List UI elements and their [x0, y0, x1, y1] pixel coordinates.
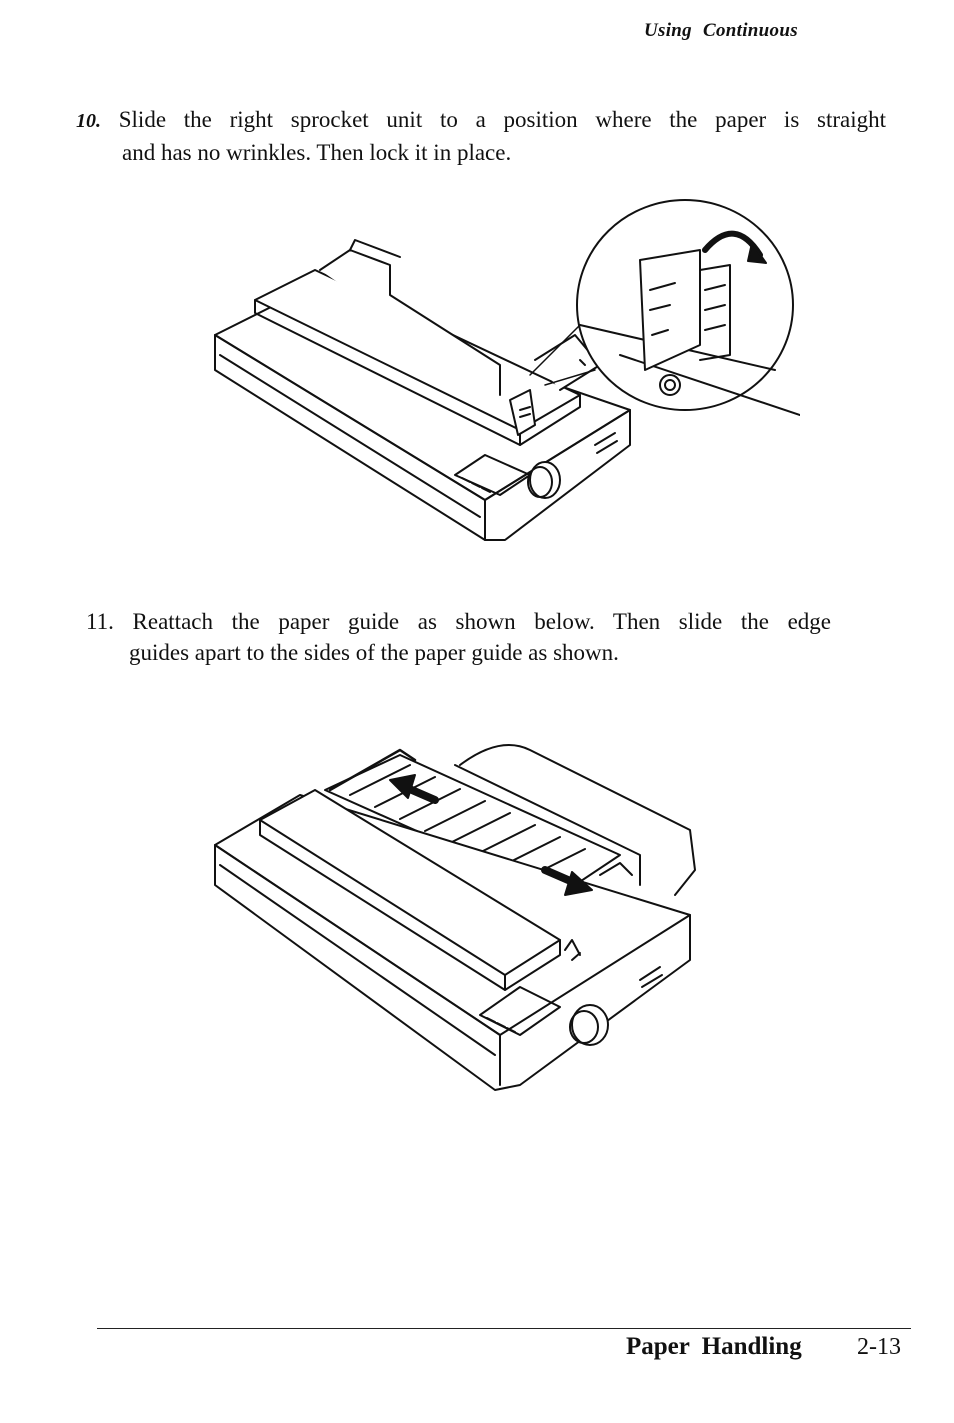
step-10-line-2: and has no wrinkles. Then lock it in pla…: [122, 140, 512, 165]
step-10-line-1: 10. Slide the right sprocket unit to a p…: [76, 104, 886, 137]
step-number: 10.: [76, 110, 101, 132]
printer-body-icon: [214, 744, 696, 1091]
printer-body-icon: [214, 239, 631, 541]
step-number: 11.: [86, 609, 114, 634]
printer-sprocket-figure: [214, 199, 800, 541]
arrow-right-icon: [541, 866, 593, 896]
running-head: Using Continuous: [644, 20, 798, 41]
step-10: 10. Slide the right sprocket unit to a p…: [76, 104, 886, 168]
sprocket-detail-icon: [576, 199, 800, 416]
printer-paper-guide-figure: [214, 744, 696, 1091]
step-11-text-1: Reattach the paper guide as shown below.…: [132, 609, 831, 634]
step-10-text-1: Slide the right sprocket unit to a posit…: [118, 107, 887, 132]
footer-section-title: Paper Handling: [626, 1333, 802, 1360]
page-number: 2-13: [857, 1334, 901, 1360]
arrow-left-icon: [389, 774, 439, 804]
step-11-line-1: 11. Reattach the paper guide as shown be…: [86, 606, 831, 637]
footer-rule: [97, 1328, 911, 1329]
step-11-line-2: guides apart to the sides of the paper g…: [129, 640, 619, 665]
step-11: 11. Reattach the paper guide as shown be…: [86, 606, 831, 668]
